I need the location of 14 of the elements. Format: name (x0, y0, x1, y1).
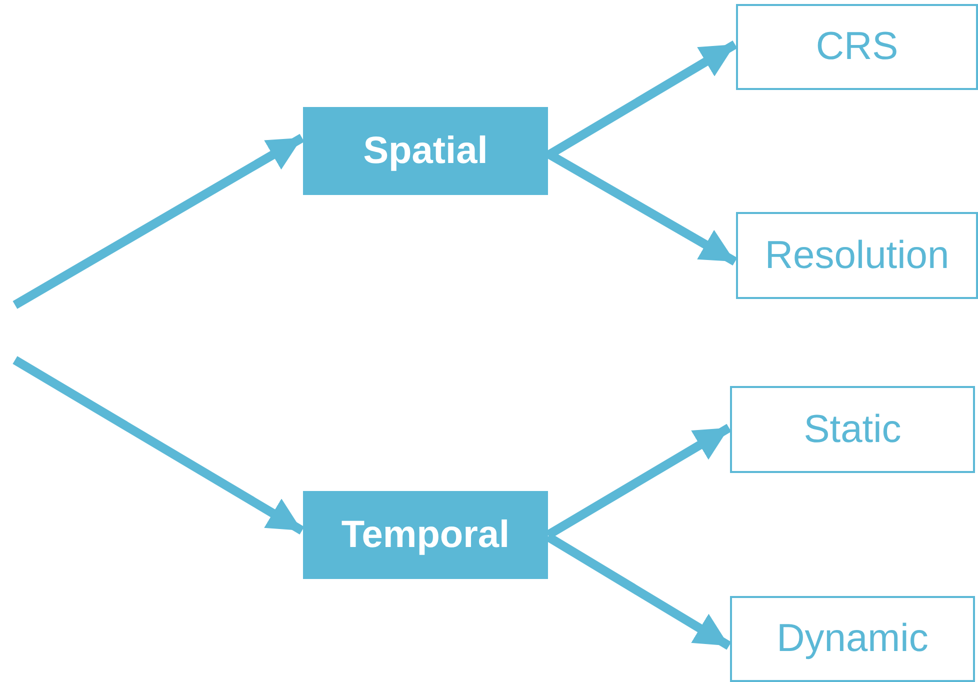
category-box (303, 491, 548, 579)
arrow (12, 134, 304, 309)
category-box (303, 107, 548, 195)
item-box (736, 4, 978, 90)
box-label: Temporal (341, 514, 510, 556)
arrow (12, 356, 304, 534)
box-label: Dynamic (776, 617, 928, 661)
box-label: Spatial (363, 130, 488, 172)
item-box (730, 596, 975, 682)
item-box (736, 212, 978, 299)
box-label: Static (804, 408, 902, 452)
box-label: Resolution (764, 234, 950, 278)
box-label: CRS (816, 25, 898, 69)
item-box (730, 386, 975, 473)
